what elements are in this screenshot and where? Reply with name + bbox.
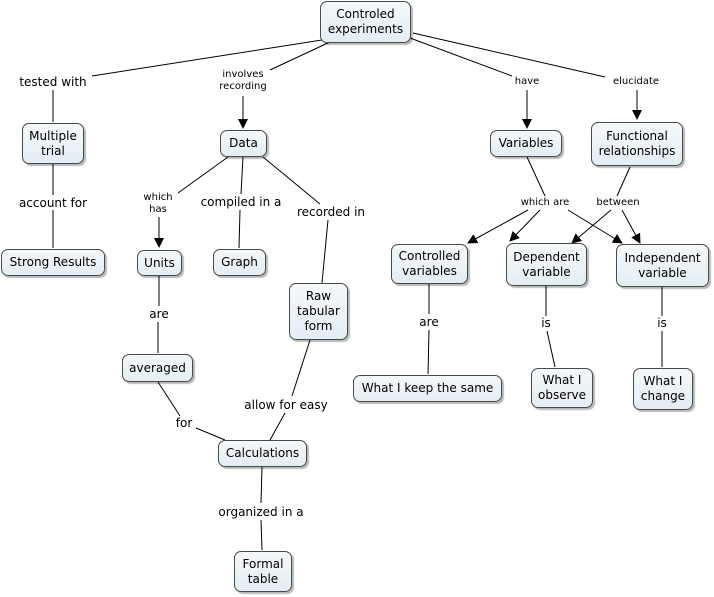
edge-line (526, 156, 546, 197)
node-averaged[interactable]: averaged (122, 354, 193, 382)
edge-line (269, 412, 286, 441)
edge-line (409, 37, 513, 77)
node-controled-experiments[interactable]: Controled experiments (320, 1, 411, 43)
edge-line (238, 209, 241, 249)
edge-line (467, 209, 529, 244)
node-strong-results[interactable]: Strong Results (1, 249, 105, 276)
edge-line (157, 381, 181, 417)
node-data[interactable]: Data (220, 130, 267, 157)
edge-line (262, 156, 321, 205)
link-label-tested-with: tested with (17, 75, 89, 89)
node-what-i-change[interactable]: What I change (633, 368, 693, 410)
edge-line (177, 156, 229, 194)
link-label-have: have (512, 76, 542, 88)
link-label-which-are: which are (518, 197, 572, 209)
edge-line (621, 209, 641, 244)
link-label-allow-for-easy: allow for easy (242, 398, 330, 412)
edge-line (567, 209, 623, 244)
node-multiple-trial[interactable]: Multiple trial (22, 123, 84, 164)
node-graph[interactable]: Graph (213, 249, 266, 276)
link-label-organized-in-a: organized in a (216, 505, 306, 519)
node-controlled-variables[interactable]: Controlled variables (391, 244, 468, 284)
node-variables[interactable]: Variables (490, 130, 562, 157)
edge-line (546, 330, 556, 368)
node-units[interactable]: Units (137, 250, 182, 276)
node-functional-relationships[interactable]: Functional relationships (591, 122, 683, 166)
node-independent-variable[interactable]: Independent variable (616, 244, 709, 287)
edge-line (91, 39, 323, 77)
node-raw-tabular-form[interactable]: Raw tabular form (289, 283, 348, 340)
node-dependent-variable[interactable]: Dependent variable (506, 243, 587, 286)
link-label-involves-recording: involves recording (217, 69, 269, 93)
link-label-for: for (173, 416, 195, 430)
edge-line (571, 209, 612, 244)
edge-line (260, 466, 263, 504)
edge-line (291, 339, 311, 397)
link-label-account-for: account for (16, 196, 90, 210)
edge-line (195, 427, 226, 441)
node-what-i-keep-the-same[interactable]: What I keep the same (353, 375, 502, 402)
edge-line (240, 156, 244, 195)
edge-line (509, 209, 541, 242)
link-label-compiled-in-a: compiled in a (198, 195, 284, 209)
link-label-are-units: are (147, 307, 171, 321)
edge-line (269, 41, 331, 71)
node-formal-table[interactable]: Formal table (234, 551, 292, 592)
edge-line (427, 329, 430, 375)
link-label-recorded-in: recorded in (294, 205, 368, 219)
link-label-is-dependent: is (539, 316, 553, 330)
edge-line (321, 219, 329, 284)
link-label-are-controlled: are (417, 315, 441, 329)
link-label-between: between (594, 197, 642, 209)
edge-line (260, 519, 263, 551)
link-label-is-independent: is (655, 316, 669, 330)
edge-line (412, 32, 606, 78)
node-calculations[interactable]: Calculations (218, 440, 307, 467)
edge-line (616, 166, 631, 197)
link-label-elucidate: elucidate (610, 76, 662, 88)
link-label-which-has: which has (141, 192, 175, 216)
node-what-i-observe[interactable]: What I observe (531, 368, 593, 408)
